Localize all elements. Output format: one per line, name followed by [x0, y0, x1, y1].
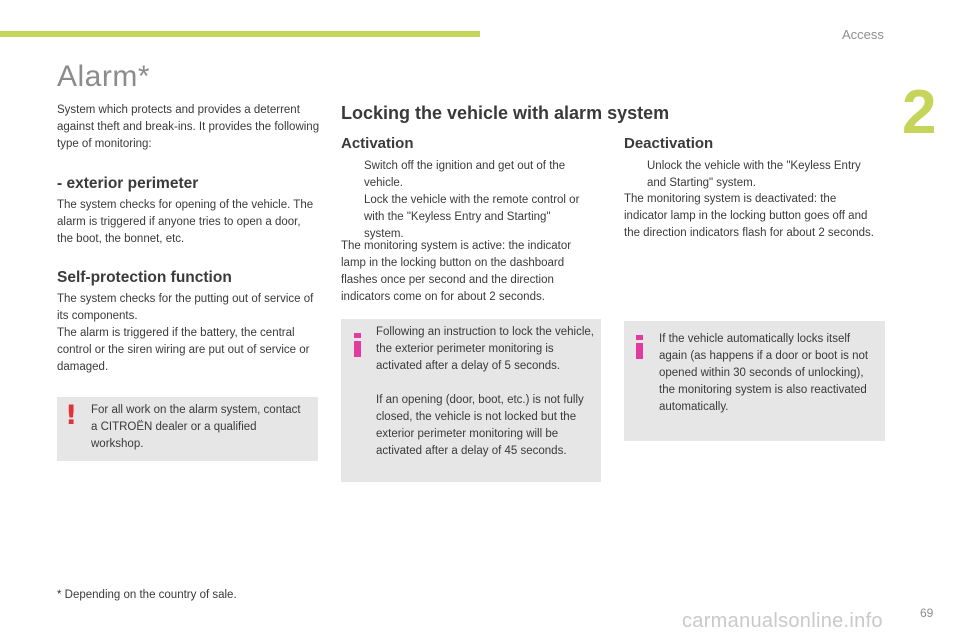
locking-heading: Locking the vehicle with alarm system: [341, 103, 670, 123]
deactivation-info-box: If the vehicle automatically locks itsel…: [624, 321, 885, 441]
selfprotection-text-1: The system checks for the putting out of…: [57, 293, 314, 322]
list-item: Unlock the vehicle with the "Keyless Ent…: [647, 160, 861, 189]
intro-text: System which protects and provides a det…: [57, 104, 320, 150]
warning-text: For all work on the alarm system, contac…: [91, 404, 301, 450]
activation-text: The monitoring system is active: the ind…: [341, 240, 572, 303]
activation-steps: Switch off the ignition and get out of t…: [341, 158, 591, 243]
activation-info-text-1: Following an instruction to lock the veh…: [376, 326, 594, 372]
page-title: Alarm*: [57, 60, 151, 93]
deactivation-heading: Deactivation: [624, 135, 714, 152]
activation-info-box: Following an instruction to lock the veh…: [341, 319, 601, 482]
footnote: * Depending on the country of sale.: [57, 589, 237, 601]
header-accent-bar: [0, 31, 480, 37]
deactivation-steps: Unlock the vehicle with the "Keyless Ent…: [624, 158, 880, 192]
chapter-number: 2: [902, 78, 937, 147]
watermark: carmanualsonline.info: [682, 610, 883, 632]
deactivation-text: The monitoring system is deactivated: th…: [624, 193, 874, 239]
page-number: 69: [920, 606, 934, 620]
warning-box: ! For all work on the alarm system, cont…: [57, 397, 318, 461]
selfprotection-heading: Self-protection function: [57, 269, 232, 286]
exterior-heading: - exterior perimeter: [57, 175, 199, 192]
list-item: Switch off the ignition and get out of t…: [364, 160, 566, 189]
activation-info-text-2: If an opening (door, boot, etc.) is not …: [376, 394, 584, 457]
list-item: Lock the vehicle with the remote control…: [364, 194, 580, 240]
exterior-text: The system checks for opening of the veh…: [57, 199, 314, 245]
activation-heading: Activation: [341, 135, 414, 152]
warning-icon: !: [65, 400, 78, 431]
section-name: Access: [842, 27, 884, 42]
deactivation-info-text: If the vehicle automatically locks itsel…: [659, 333, 869, 413]
selfprotection-text-2: The alarm is triggered if the battery, t…: [57, 327, 310, 373]
